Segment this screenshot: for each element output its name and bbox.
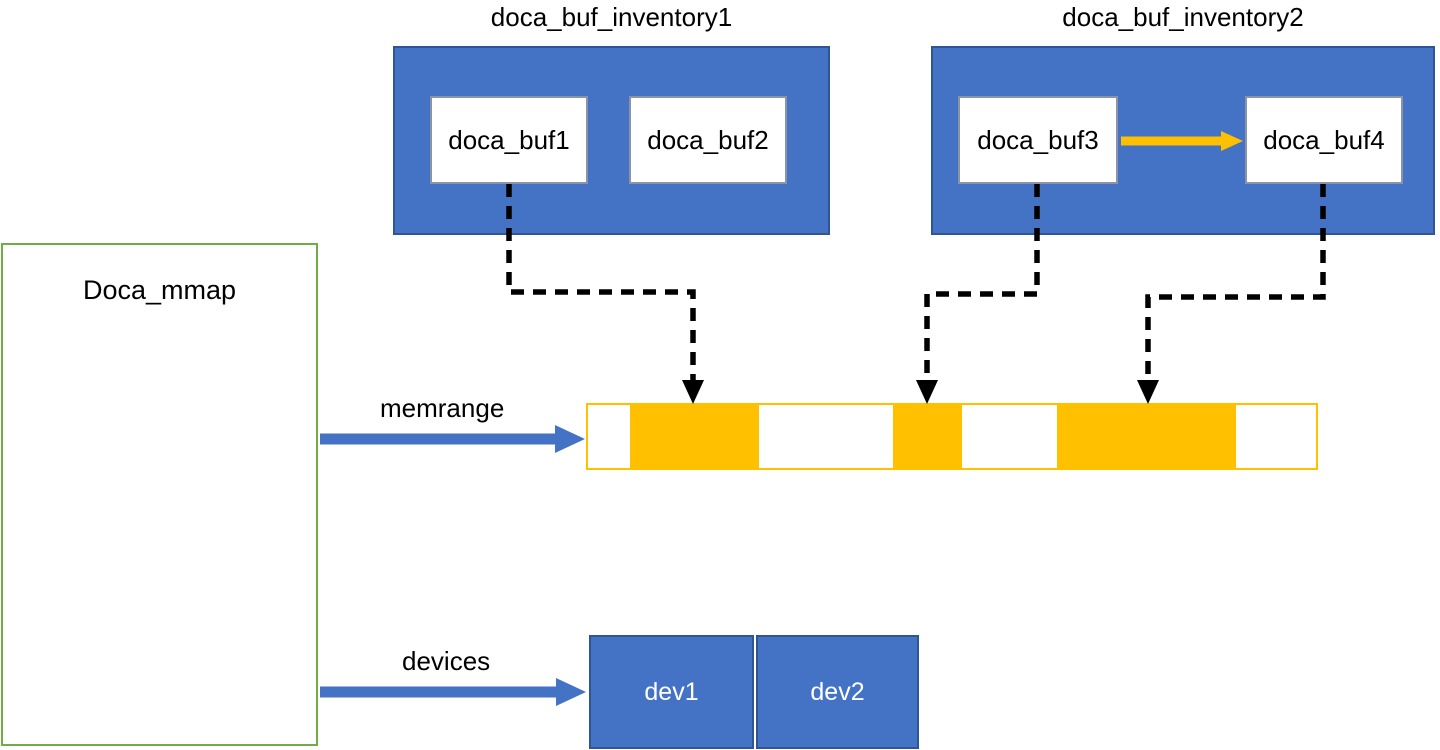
doca-buf2-box: doca_buf2 xyxy=(629,96,787,184)
dev2-label: dev2 xyxy=(810,677,865,706)
doca-buf1-box: doca_buf1 xyxy=(430,96,588,184)
doca-buf3-box: doca_buf3 xyxy=(958,96,1118,184)
memrange-segment-7-free xyxy=(1236,405,1316,468)
inventory2-box: doca_buf3 doca_buf4 xyxy=(931,46,1435,235)
memrange-segment-1-free xyxy=(588,405,630,468)
memrange-segment-2-mapped xyxy=(629,405,760,468)
inventory2-title: doca_buf_inventory2 xyxy=(1062,2,1304,32)
dev1-label: dev1 xyxy=(644,677,699,706)
memrange-bar xyxy=(586,403,1318,470)
memrange-label: memrange xyxy=(380,393,505,423)
memrange-segment-4-mapped xyxy=(893,405,962,468)
inventory1-title: doca_buf_inventory1 xyxy=(490,2,733,32)
devices-label: devices xyxy=(402,646,491,676)
memrange-segment-3-free xyxy=(759,405,894,468)
dev1-box: dev1 xyxy=(589,635,754,749)
doca-buf2-label: doca_buf2 xyxy=(647,124,769,155)
memrange-segment-5-free xyxy=(961,405,1058,468)
memrange-segment-6-mapped xyxy=(1057,405,1237,468)
doca-buf1-label: doca_buf1 xyxy=(448,124,570,155)
doca-buf3-label: doca_buf3 xyxy=(977,124,1099,155)
doca-buf4-label: doca_buf4 xyxy=(1263,124,1385,155)
doca-mmap-label: Doca_mmap xyxy=(82,275,237,305)
inventory1-box: doca_buf1 doca_buf2 xyxy=(393,46,830,235)
doca-mmap-box: Doca_mmap xyxy=(1,243,318,746)
doca-buf4-box: doca_buf4 xyxy=(1245,96,1403,184)
dev2-box: dev2 xyxy=(756,635,919,749)
